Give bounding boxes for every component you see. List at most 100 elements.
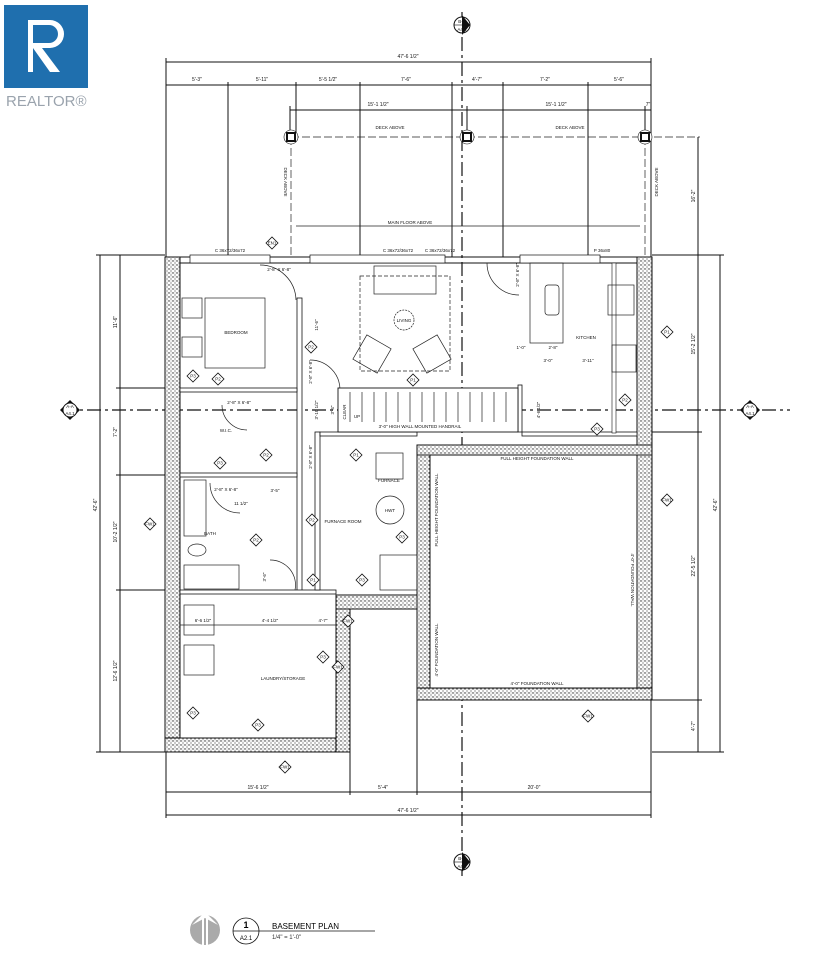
- note-deck-above: DECK ABOVE: [375, 125, 404, 130]
- dim-interior: 2'-8" X 6'-8": [214, 487, 238, 492]
- dim-left-overall: 42'-6": [93, 498, 99, 511]
- sink-icon: [544, 284, 560, 316]
- dim-interior: 3'-0": [544, 358, 553, 363]
- window-tag: C 36x72/36x72: [215, 248, 246, 253]
- note-up: UP: [354, 414, 360, 419]
- dim-interior: 2'-8" X 6'-8": [515, 263, 520, 287]
- dim-bottom-3: 20'-0": [528, 785, 541, 791]
- wall-tag-label: P1: [664, 330, 670, 335]
- fridge-icon: [607, 284, 635, 316]
- bathtub-icon: [183, 564, 240, 590]
- view-number: 1: [243, 920, 248, 930]
- wall-tag-label: P2: [253, 538, 259, 543]
- window-tag: C 36x72/36x72: [425, 248, 456, 253]
- dim-left-2: 7'-2": [113, 427, 119, 437]
- dim-interior: 3'-11": [582, 358, 594, 363]
- dim-right-2: 15'-2 1/2": [691, 333, 697, 354]
- wall-tag-label: P2: [622, 398, 628, 403]
- wall-tag: FW1: [278, 760, 292, 774]
- dim-right-overall: 42'-6": [713, 498, 719, 511]
- windows: C 36x72/36x72 C 36x72/36x72 C 36x72/36x7…: [189, 248, 611, 264]
- interior-dimensions: 11'-6" 2'-8" X 6'-8" 2'-8" X 6'-8" 2'-8"…: [180, 263, 594, 626]
- dim-deck-3: 7": [646, 102, 651, 108]
- hwt-icon: [375, 495, 405, 525]
- wall-tag: P3: [251, 718, 265, 732]
- left-dimensions: 11'-6" 7'-2" 10'-2 1/2" 12'-6 1/2" 42'-6…: [93, 254, 180, 753]
- dim-interior: 11'-6": [314, 319, 319, 331]
- dim-bottom-1: 15'-6 1/2": [247, 785, 268, 791]
- dim-interior: 4'-7": [319, 618, 328, 623]
- wall-tag: P2: [305, 513, 319, 527]
- wall-tag-label: P3: [594, 427, 600, 432]
- wall-tag-label: P3: [359, 578, 365, 583]
- wall-tag: P3: [213, 456, 227, 470]
- washer-icon: [183, 604, 215, 636]
- bed-icon: [204, 297, 266, 369]
- wall-tag: P2: [249, 533, 263, 547]
- dryer-icon: [183, 644, 215, 676]
- range-icon: [611, 344, 637, 373]
- wall-tag: P3: [590, 422, 604, 436]
- post-icon: [459, 129, 475, 145]
- room-label-living: LIVING: [397, 318, 412, 323]
- realtor-logo: REALTOR®: [4, 5, 88, 110]
- rug-icon: [359, 275, 451, 372]
- wall-tag-label: P3: [190, 711, 196, 716]
- note-full-height-wall: FULL HEIGHT FOUNDATION WALL: [434, 473, 439, 547]
- north-arrow-icon: [190, 912, 220, 946]
- wall-tag: FW1: [581, 709, 595, 723]
- dim-interior: 4'-6 1/2": [536, 401, 541, 418]
- furnace-icon: [375, 452, 404, 480]
- wall-tag-label: FW1: [333, 665, 343, 670]
- marker-sheet: A4.1: [745, 411, 755, 416]
- vanity-icon: [183, 479, 207, 537]
- dim-top-2: 5'-11": [256, 77, 269, 83]
- dim-left-1: 11'-6": [113, 316, 119, 329]
- dim-top-3: 5'-5 1/2": [319, 77, 338, 83]
- wall-tag: P3: [186, 706, 200, 720]
- wall-tag-label: P2: [263, 453, 269, 458]
- room-labels: BEDROOM LIVING KITCHEN W.I.C. BATH FURNA…: [204, 318, 596, 681]
- dim-bottom-2: 5'-4": [378, 785, 388, 791]
- wall-tag-label: P2: [308, 345, 314, 350]
- chair-icon: [412, 334, 452, 374]
- dim-interior: 2'-8" X 6'-8": [308, 445, 313, 469]
- dim-top-6: 7'-2": [540, 77, 550, 83]
- post-icon: [283, 129, 299, 145]
- post-icon: [637, 129, 653, 145]
- wall-tag: P1: [349, 448, 363, 462]
- wall-tag-label: FW1: [583, 714, 593, 719]
- note-main-floor-above: MAIN FLOOR ABOVE: [388, 220, 433, 225]
- plan-title: BASEMENT PLAN: [272, 922, 339, 931]
- dim-left-4: 12'-6 1/2": [113, 660, 119, 681]
- window-tag: C 36x72/36x72: [383, 248, 414, 253]
- room-label-wic: W.I.C.: [220, 428, 232, 433]
- marker-sheet: A4.2: [457, 27, 467, 32]
- wall-tag-label: P1: [410, 378, 416, 383]
- wall-tag-label: P3: [217, 461, 223, 466]
- dim-right-3: 22'-5 1/2": [691, 555, 697, 576]
- wall-tag-label: P3: [399, 535, 405, 540]
- dim-bottom-overall: 47'-6 1/2": [397, 808, 418, 814]
- wall-tag: P3: [355, 573, 369, 587]
- dim-interior: 1'-0": [517, 345, 526, 350]
- section-marker-a-right: A-A A4.1: [740, 400, 760, 420]
- dim-interior: 4'-4 1/2": [262, 618, 279, 623]
- dim-interior: 3'-6": [262, 572, 267, 581]
- wall-tag: EN1: [265, 236, 279, 250]
- dim-interior: 6'-6 1/2": [195, 618, 212, 623]
- dim-right-4: 4'-7": [691, 721, 697, 731]
- dim-deck-1: 15'-1 1/2": [367, 102, 388, 108]
- wall-tag-label: P3: [255, 723, 261, 728]
- wall-tag: P1: [306, 573, 320, 587]
- wall-tag: FW1: [143, 517, 157, 531]
- dim-interior: 2'-8" X 6'-8": [308, 360, 313, 384]
- plan-scale: 1/4" = 1'-0": [272, 935, 301, 941]
- note-deck-above: DECK ABOVE: [283, 167, 288, 196]
- chair-icon: [352, 334, 392, 374]
- dim-top-7: 5'-6": [614, 77, 624, 83]
- wall-tag: P3: [186, 369, 200, 383]
- title-block: 1 A2.1 BASEMENT PLAN 1/4" = 1'-0": [190, 912, 375, 946]
- wall-tag-label: P2: [215, 377, 221, 382]
